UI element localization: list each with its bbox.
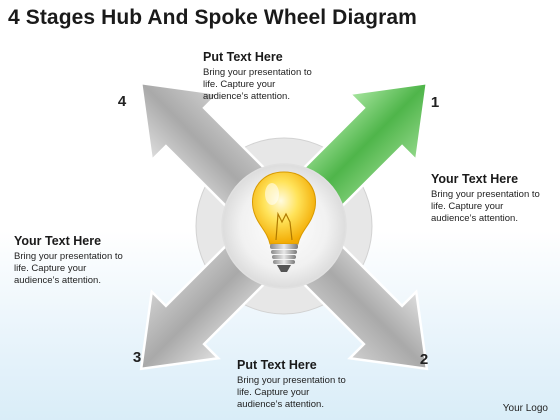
logo-text: Your Logo bbox=[502, 403, 548, 414]
stage-4-body: Bring your presentation to life. Capture… bbox=[203, 67, 312, 102]
light-bulb-icon bbox=[252, 171, 316, 272]
stage-4-heading: Put Text Here bbox=[203, 50, 283, 64]
stage-1-body: Bring your presentation to life. Capture… bbox=[431, 189, 540, 224]
text-block-stage-1: Your Text Here Bring your presentation t… bbox=[431, 172, 560, 225]
text-block-stage-3: Your Text Here Bring your presentation t… bbox=[14, 234, 164, 287]
text-block-stage-4: Put Text Here Bring your presentation to… bbox=[203, 50, 353, 103]
stage-1-heading: Your Text Here bbox=[431, 172, 519, 186]
text-block-stage-2: Put Text Here Bring your presentation to… bbox=[237, 358, 387, 411]
stage-number-2: 2 bbox=[420, 351, 428, 368]
stage-number-4: 4 bbox=[118, 93, 127, 110]
stage-3-heading: Your Text Here bbox=[14, 234, 102, 248]
page-title: 4 Stages Hub And Spoke Wheel Diagram bbox=[8, 6, 417, 29]
stage-number-1: 1 bbox=[431, 94, 439, 111]
stage-2-heading: Put Text Here bbox=[237, 358, 317, 372]
stage-2-body: Bring your presentation to life. Capture… bbox=[237, 375, 346, 410]
stage-3-body: Bring your presentation to life. Capture… bbox=[14, 251, 123, 286]
stage-number-3: 3 bbox=[133, 349, 141, 366]
